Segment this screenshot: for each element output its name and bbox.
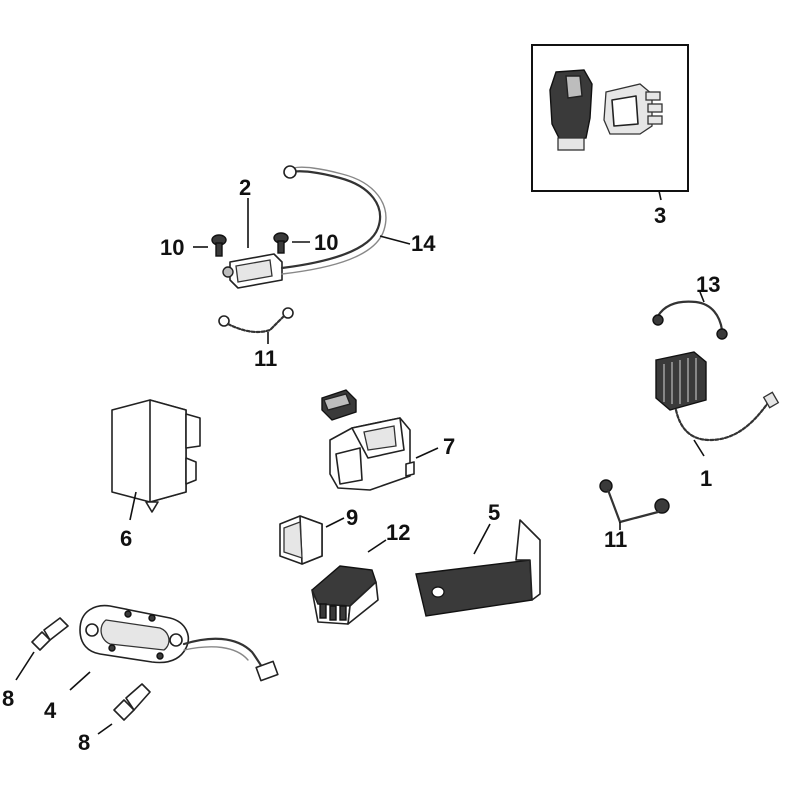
part-8-bolt-left: 8: [2, 617, 69, 711]
part-11-right-wire: 11: [599, 479, 670, 552]
callout-14: 14: [411, 231, 436, 256]
part-12-relay: 12: [311, 520, 410, 625]
callout-11-right: 11: [604, 527, 627, 552]
callout-8-left: 8: [2, 686, 14, 711]
part-4-base-plate: 4: [44, 604, 279, 723]
callout-5: 5: [488, 500, 500, 525]
callout-13: 13: [696, 272, 720, 297]
callout-3: 3: [654, 203, 666, 228]
part-7-connector: 7: [321, 389, 455, 491]
part-3-inset: 3: [531, 44, 689, 228]
part-9-cube: 9: [279, 505, 358, 565]
part-14-coil-lead: 14: [280, 165, 436, 275]
part-6-box: 6: [111, 399, 201, 551]
callout-7: 7: [443, 434, 455, 459]
part-13-wire: 13: [652, 272, 728, 340]
callout-8-bottom: 8: [78, 730, 90, 755]
part-2-ignition-coil: 2: [222, 175, 283, 289]
part-10-screw-left: 10: [160, 234, 227, 260]
callout-12: 12: [386, 520, 410, 545]
callout-10-left: 10: [160, 235, 184, 260]
part-1-regulator: 1: [655, 351, 780, 491]
callout-11-upper: 11: [254, 346, 277, 371]
part-11-upper-wire: 11: [218, 307, 294, 371]
callout-10-right: 10: [314, 230, 338, 255]
callout-4: 4: [44, 698, 57, 723]
part-5-bracket: 5: [415, 500, 541, 617]
callout-1: 1: [700, 466, 712, 491]
callout-9: 9: [346, 505, 358, 530]
part-8-bolt-bottom: 8: [78, 683, 151, 755]
part-10-screw-right: 10: [273, 230, 338, 255]
callout-6: 6: [120, 526, 132, 551]
callout-2: 2: [239, 175, 251, 200]
